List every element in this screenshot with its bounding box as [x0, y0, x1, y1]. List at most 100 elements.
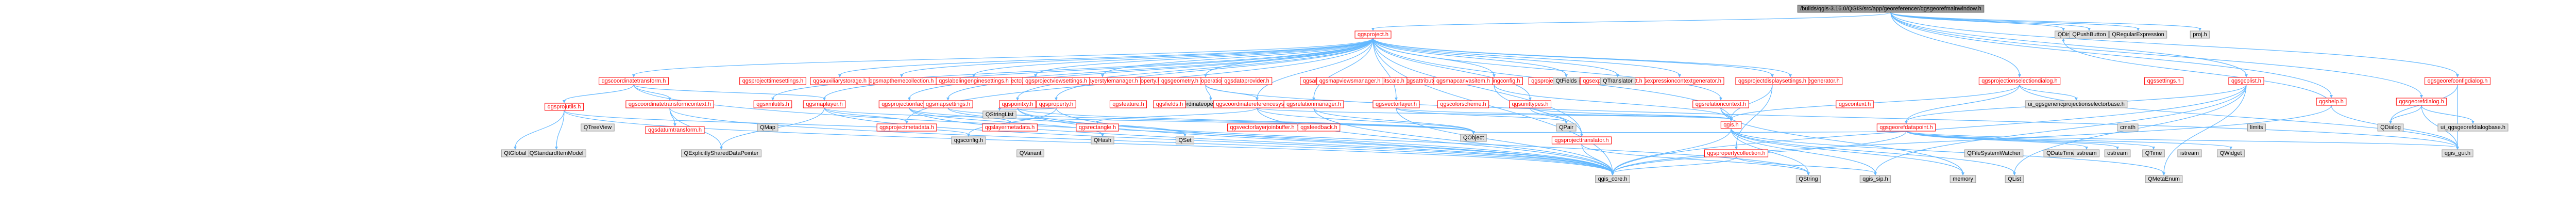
- node-qgsconfig: qgsconfig.h: [951, 136, 986, 145]
- edge-arrowhead-root-to-qgshelp: [2330, 95, 2333, 98]
- node-root[interactable]: /builds/qgis-3.16.0/QGIS/src/app/georefe…: [1797, 5, 1985, 13]
- node-qgsgeometry[interactable]: qgsgeometry.h: [1158, 77, 1201, 85]
- node-xmlutils[interactable]: qgsxmlutils.h: [753, 100, 792, 108]
- node-qgslayermetadata[interactable]: qgslayermetadata.h: [982, 123, 1038, 132]
- node-qgsmapviewsmanager[interactable]: qgsmapviewsmanager.h: [1316, 77, 1383, 85]
- node-qgshelp[interactable]: qgshelp.h: [2316, 98, 2347, 106]
- edge-root-to-qregexp: [1890, 12, 2139, 29]
- node-qgssettings[interactable]: qgssettings.h: [2144, 77, 2183, 85]
- node-qgstranslation[interactable]: qgsprojecttranslator.h: [1551, 136, 1612, 145]
- node-box: [2142, 149, 2165, 157]
- node-box: [2144, 77, 2183, 85]
- node-qgsgcp[interactable]: qgsgeorefdatapoint.h: [1876, 123, 1936, 132]
- node-box: [1433, 77, 1493, 85]
- edge-arrowhead-qgsprojectstyle-to-qgspropcollection: [1735, 147, 1738, 150]
- edge-arrowhead-qgsproperty-to-qgsconfig: [967, 134, 970, 137]
- node-qgsproperty[interactable]: qgsproperty.h: [1036, 100, 1076, 108]
- node-label: qgsprojectdisplaysettings.h: [1738, 78, 1806, 84]
- node-qhash: QHash: [1091, 136, 1114, 145]
- node-label: qgscontext.h: [1839, 101, 1871, 107]
- node-relationmgr[interactable]: qgsrelationmanager.h: [1283, 100, 1344, 108]
- node-qgsrectangle[interactable]: qgsrectangle.h: [1076, 123, 1119, 132]
- node-ui_qgsgeorefbase: ui_qgsgeorefdialogbase.h: [2437, 123, 2509, 132]
- node-box: [1372, 100, 1420, 108]
- node-label: qgscoordinatereferencesystem.h: [1216, 101, 1298, 107]
- node-istream: istream: [2177, 149, 2202, 157]
- node-qgsexpression[interactable]: qgsexpressioncontextgenerator.h: [1635, 77, 1724, 85]
- node-box: [599, 77, 669, 85]
- node-coordrefsys[interactable]: qgscoordinatereferencesystem.h: [1213, 100, 1301, 108]
- node-box: [2228, 77, 2264, 85]
- node-qgstimelapse[interactable]: qgsrelationcontext.h: [1692, 100, 1749, 108]
- edge-qgsproject-to-qgsunittypes: [1372, 38, 1531, 99]
- node-qgsvectorlayer[interactable]: qgsvectorlayer.h: [1372, 100, 1420, 108]
- edge-snappingconfig-to-qgstranslation: [1494, 84, 1582, 135]
- node-box: [1227, 123, 1298, 132]
- node-box: [1795, 175, 1821, 183]
- node-qgsprojutils[interactable]: qgsprojutils.h: [545, 103, 584, 111]
- node-qgscontext[interactable]: qgscontext.h: [1836, 100, 1874, 108]
- node-label: QMap: [760, 124, 775, 131]
- node-datumtransform[interactable]: qgsdatumtransform.h: [645, 126, 705, 134]
- node-qgsgeorefdialog[interactable]: qgsgeorefdialog.h: [2396, 98, 2447, 106]
- node-qtime: QTime: [2142, 149, 2165, 157]
- edge-qgsproject-to-qgsprojectstyle: [1372, 38, 1773, 76]
- node-box: [625, 100, 714, 108]
- node-box: [1221, 77, 1273, 85]
- edge-arrowhead-qgsproject-to-xmlutils: [771, 98, 774, 101]
- node-mapsettings[interactable]: qgsmapsettings.h: [923, 100, 973, 108]
- edge-arrowhead-qgsprojutils-to-qstandarditemmodel: [555, 147, 558, 150]
- node-label: istream: [2180, 150, 2199, 156]
- node-box: [1158, 77, 1201, 85]
- node-qgscolorscheme[interactable]: qgscolorscheme.h: [1437, 100, 1489, 108]
- edge-qgsproperty-to-qgsconfig: [968, 107, 1057, 135]
- node-qgsprojectstyle[interactable]: qgsprojectdisplaysettings.h: [1735, 77, 1809, 85]
- node-qgsmapcanvas[interactable]: qgsmapcanvasitem.h: [1433, 77, 1493, 85]
- node-gcplist[interactable]: qgsgcplist.h: [2228, 77, 2264, 85]
- node-qgis_h[interactable]: qgis.h: [1720, 121, 1742, 129]
- node-ctxcontext[interactable]: qgscoordinatetransformcontext.h: [625, 100, 714, 108]
- node-pointxy[interactable]: qgspointxy.h: [999, 100, 1036, 108]
- edge-coordoperwidget-to-ui_coordoper: [1205, 84, 1211, 99]
- node-qgsdataprovider[interactable]: qgsdataprovider.h: [1221, 77, 1273, 85]
- edge-qgsmaplayer-to-qgsrasterpipe: [824, 107, 907, 122]
- edge-coordrefsys-to-qobject: [1257, 107, 1474, 133]
- node-qgslabelingengine[interactable]: qgslabelingenginesettings.h: [936, 77, 1012, 85]
- node-cmath: cmath: [2117, 123, 2139, 132]
- node-qgsprojectviewsettings[interactable]: qgsprojectviewsettings.h: [1022, 77, 1090, 85]
- node-box: [1551, 136, 1612, 145]
- node-qgsprojecttimesettings[interactable]: qgsprojecttimesettings.h: [739, 77, 806, 85]
- node-label: ui_qgsgenericprojectionselectorbase.h: [2028, 101, 2125, 107]
- node-qgsauxstorage[interactable]: qgsauxiliarystorage.h: [810, 77, 870, 85]
- node-ostream: ostream: [2104, 149, 2131, 157]
- node-label: QtGlobal: [504, 150, 526, 156]
- edge-qgsgcp-to-qtime: [1906, 131, 2154, 148]
- edge-arrowhead-mapsettings-to-qset: [1183, 134, 1187, 137]
- edge-qgsgeorefdialog-to-qgsdialog: [2390, 105, 2422, 122]
- edge-arrowhead-coordoperwidget-to-coordrefsys: [1256, 98, 1259, 101]
- edge-qgsproject-to-qgsvectorlayer: [1372, 38, 1397, 99]
- node-qgsproject[interactable]: qgsproject.h: [1354, 30, 1392, 39]
- node-qstringlist: QStringList: [982, 110, 1016, 119]
- edge-arrowhead-qgsproject-to-qgsmaplayerstylemgr: [1101, 74, 1104, 77]
- edge-qgsproject-to-coordrefsys: [1257, 38, 1374, 99]
- node-coordtransform[interactable]: qgscoordinatetransform.h: [599, 77, 669, 85]
- node-label: proj.h: [2193, 31, 2207, 38]
- node-qgsmapthemecoll[interactable]: qgsmapthemecollection.h: [867, 77, 937, 85]
- node-qgsrasterpipe[interactable]: qgsprojectmetadata.h: [876, 123, 937, 132]
- node-georefsettings[interactable]: qgsgeorefconfigdialog.h: [2425, 77, 2490, 85]
- node-qgspropcollection[interactable]: qgspropertycollection.h: [1704, 149, 1769, 157]
- edge-qgsproject-to-snappingconfig: [1372, 38, 1495, 76]
- node-qgsvectorlayerjoin[interactable]: qgsvectorlayerjoinbuffer.h: [1227, 123, 1298, 132]
- node-projconsole[interactable]: qgsprojectionselectiondialog.h: [1978, 77, 2061, 85]
- edge-qgsproject-to-qtranslator: [1372, 38, 1618, 76]
- node-qgsfeature[interactable]: qgsfeature.h: [1109, 100, 1147, 108]
- node-qgsmaplayer[interactable]: qgsmaplayer.h: [803, 100, 846, 108]
- node-label: QTreeView: [584, 124, 612, 131]
- node-label: QDir: [2058, 31, 2070, 38]
- node-qgsfeedback[interactable]: qgsfeedback.h: [1297, 123, 1341, 132]
- node-box: [951, 136, 986, 145]
- node-qgsunittypes[interactable]: qgsunittypes.h: [1509, 100, 1551, 108]
- node-label: qgsxmlutils.h: [756, 101, 789, 107]
- node-qgsfields[interactable]: qgsfields.h: [1153, 100, 1186, 108]
